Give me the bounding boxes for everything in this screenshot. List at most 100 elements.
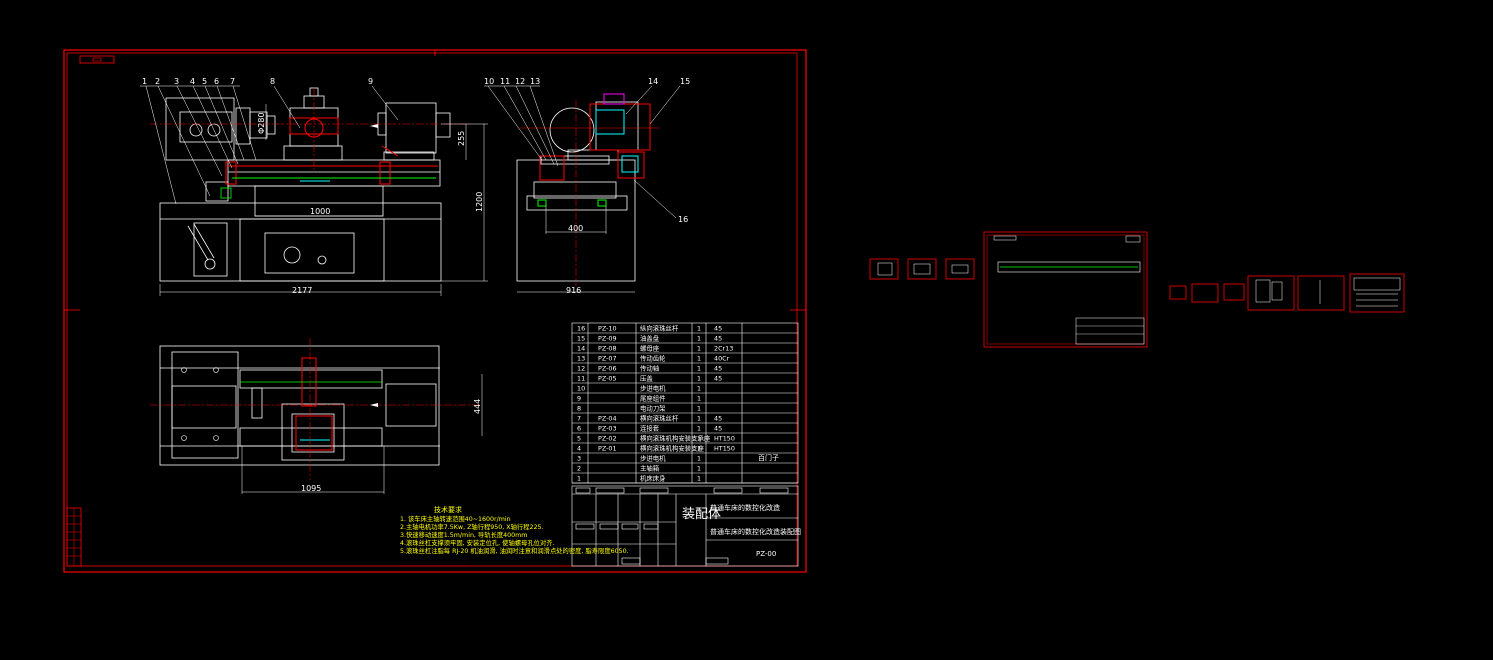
parts-cell-code: PZ-06 [598, 365, 617, 373]
parts-cell-code: PZ-07 [598, 355, 617, 363]
parts-cell-no: 9 [577, 395, 581, 403]
dim-1200: 1200 [475, 192, 484, 212]
parts-cell-code: PZ-01 [598, 445, 617, 453]
parts-cell-name: 电动刀架 [640, 404, 666, 413]
note-line-1: 1. 该车床主轴转速范围40~1600r/min [400, 514, 511, 523]
parts-cell-code: PZ-03 [598, 425, 617, 433]
parts-cell-name: 纵向滚珠丝杆 [640, 324, 679, 333]
parts-list-note: 百门子 [758, 453, 779, 462]
balloon-10: 10 [484, 77, 494, 86]
parts-cell-no: 15 [577, 335, 585, 343]
parts-cell-qty: 1 [697, 375, 701, 383]
parts-cell-code: PZ-04 [598, 415, 617, 423]
parts-cell-name: 机床床身 [640, 474, 666, 483]
parts-cell-no: 3 [577, 455, 581, 463]
balloon-6: 6 [214, 77, 219, 86]
parts-cell-qty: 1 [697, 325, 701, 333]
parts-cell-material: 2Cr13 [714, 345, 733, 353]
parts-cell-no: 5 [577, 435, 581, 443]
balloon-16: 16 [678, 215, 688, 224]
balloon-15: 15 [680, 77, 690, 86]
parts-cell-material: 45 [714, 325, 722, 333]
technical-notes: 技术要求 1. 该车床主轴转速范围40~1600r/min 2.主轴电机功率7.… [400, 505, 629, 555]
parts-cell-no: 14 [577, 345, 585, 353]
parts-cell-material: 45 [714, 415, 722, 423]
parts-cell-qty: 1 [697, 405, 701, 413]
parts-cell-material: HT150 [714, 435, 735, 443]
parts-cell-name: 传动轴 [640, 364, 659, 373]
parts-cell-qty: 1 [697, 345, 701, 353]
parts-cell-code: PZ-02 [598, 435, 617, 443]
parts-cell-no: 10 [577, 385, 585, 393]
notes-heading: 技术要求 [434, 505, 462, 514]
note-line-4: 4.滚珠丝杠支撑须牢固, 安装定位孔, 使轴螺母孔位对齐. [400, 538, 555, 547]
title-drawing-name: 普通车床的数控化改造装配图 [710, 527, 801, 536]
note-line-5: 5.滚珠丝杠注脂每 RJ-20 机油润滑, 油润时注意和润滑点处的密度, 脂寿限… [400, 546, 629, 555]
parts-cell-qty: 1 [697, 365, 701, 373]
thumbnail-sheet-2[interactable] [907, 258, 937, 280]
thumbnail-sheet-1[interactable] [869, 258, 899, 280]
parts-cell-name: 连接套 [640, 424, 660, 433]
parts-cell-code: PZ-09 [598, 335, 617, 343]
thumbnail-sheet-7[interactable] [1223, 283, 1245, 301]
parts-cell-material: 40Cr [714, 355, 730, 363]
thumbnail-sheet-screw[interactable] [983, 231, 1148, 348]
parts-cell-name: 横向滚珠机构安装支座 [640, 444, 705, 453]
title-block: 装配体 普通车床的数控化改造 普通车床的数控化改造装配图 PZ-00 [571, 485, 801, 567]
main-sheet-frame [63, 49, 807, 573]
parts-cell-name: 螺母座 [640, 344, 660, 353]
balloon-3: 3 [174, 77, 179, 86]
balloon-5: 5 [202, 77, 207, 86]
balloon-14: 14 [648, 77, 658, 86]
title-main: 装配体 [682, 507, 721, 522]
parts-cell-no: 1 [577, 475, 581, 483]
balloon-9: 9 [368, 77, 373, 86]
note-line-3: 3.快速移动速度1.5m/min, 导轨长度400mm [400, 530, 527, 539]
side-view: 10 11 12 13 14 15 16 916 400 [484, 77, 690, 295]
parts-cell-qty: 1 [697, 455, 701, 463]
parts-cell-qty: 1 [697, 475, 701, 483]
dim-phi280: Φ280 [257, 112, 266, 134]
thumbnail-sheet-9[interactable] [1297, 275, 1345, 311]
parts-cell-material: HT150 [714, 445, 735, 453]
thumbnail-sheet-6[interactable] [1191, 283, 1219, 303]
balloon-12: 12 [515, 77, 525, 86]
parts-cell-qty: 1 [697, 385, 701, 393]
parts-cell-no: 11 [577, 375, 585, 383]
parts-cell-name: 尾座组件 [640, 394, 666, 403]
parts-cell-name: 横向滚珠机构安装支承座 [640, 434, 711, 443]
parts-cell-qty: 1 [697, 445, 701, 453]
parts-cell-qty: 1 [697, 395, 701, 403]
dim-400: 400 [568, 224, 583, 233]
parts-cell-material: 45 [714, 375, 722, 383]
parts-cell-qty: 1 [697, 425, 701, 433]
balloon-11: 11 [500, 77, 510, 86]
dim-1000: 1000 [310, 207, 330, 216]
parts-cell-name: 传动齿轮 [640, 354, 666, 363]
balloon-13: 13 [530, 77, 540, 86]
balloon-2: 2 [155, 77, 160, 86]
thumbnail-sheet-8[interactable] [1247, 275, 1295, 311]
thumbnail-sheet-3[interactable] [945, 258, 975, 280]
parts-cell-name: 压盖 [640, 374, 653, 383]
parts-cell-qty: 1 [697, 435, 701, 443]
parts-cell-material: 45 [714, 365, 722, 373]
balloon-7: 7 [230, 77, 235, 86]
parts-cell-no: 6 [577, 425, 581, 433]
parts-cell-qty: 1 [697, 335, 701, 343]
title-subtitle: 普通车床的数控化改造 [710, 503, 780, 512]
thumbnail-sheet-5[interactable] [1169, 285, 1187, 300]
dim-916: 916 [566, 286, 581, 295]
balloon-1: 1 [142, 77, 147, 86]
thumbnail-sheet-10[interactable] [1349, 273, 1405, 313]
parts-cell-name: 步进电机 [640, 454, 666, 463]
thumbnail-sheets[interactable] [869, 231, 1405, 348]
parts-cell-no: 12 [577, 365, 585, 373]
parts-cell-qty: 1 [697, 415, 701, 423]
parts-cell-no: 8 [577, 405, 581, 413]
parts-cell-material: 45 [714, 335, 722, 343]
parts-cell-qty: 1 [697, 465, 701, 473]
parts-cell-qty: 1 [697, 355, 701, 363]
parts-cell-no: 7 [577, 415, 581, 423]
